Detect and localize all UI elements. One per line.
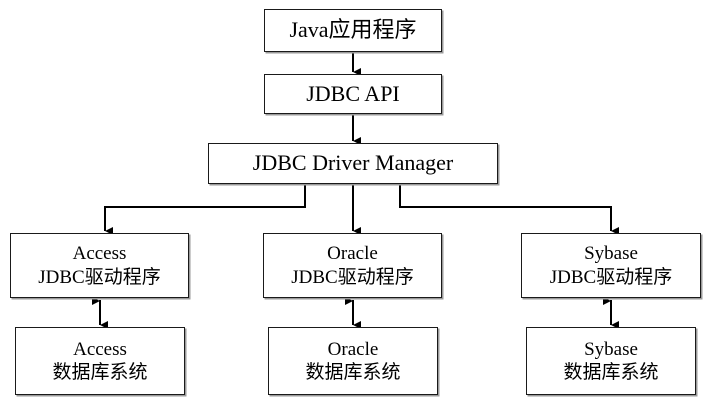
node-label-jdbc-driver-manager: JDBC Driver Manager bbox=[252, 150, 454, 176]
node-driver-access[interactable]: Access JDBC驱动程序 bbox=[10, 233, 189, 298]
node-driver-access-vendor: Access bbox=[72, 243, 127, 265]
node-database-oracle[interactable]: Oracle 数据库系统 bbox=[268, 327, 438, 395]
node-database-access-kind: 数据库系统 bbox=[52, 362, 148, 383]
node-driver-sybase[interactable]: Sybase JDBC驱动程序 bbox=[521, 233, 701, 298]
connector-manager-to-access-driver bbox=[104, 184, 306, 235]
node-driver-oracle-kind: JDBC驱动程序 bbox=[291, 266, 414, 288]
node-driver-sybase-kind: JDBC驱动程序 bbox=[549, 266, 673, 288]
node-label-java-application: Java应用程序 bbox=[289, 17, 417, 43]
node-database-sybase-kind: 数据库系统 bbox=[563, 362, 659, 383]
node-java-application[interactable]: Java应用程序 bbox=[264, 9, 442, 52]
node-database-oracle-vendor: Oracle bbox=[327, 338, 379, 360]
node-database-oracle-kind: 数据库系统 bbox=[305, 362, 401, 383]
node-jdbc-driver-manager[interactable]: JDBC Driver Manager bbox=[208, 143, 498, 184]
node-driver-sybase-vendor: Sybase bbox=[584, 243, 638, 265]
node-driver-access-kind: JDBC驱动程序 bbox=[38, 266, 161, 288]
node-jdbc-api[interactable]: JDBC API bbox=[264, 74, 442, 114]
connector-manager-to-sybase-driver bbox=[399, 184, 619, 235]
node-database-sybase-vendor: Sybase bbox=[584, 338, 638, 360]
node-label-jdbc-api: JDBC API bbox=[306, 80, 400, 106]
node-database-access-vendor: Access bbox=[73, 338, 127, 360]
node-database-access[interactable]: Access 数据库系统 bbox=[15, 327, 185, 395]
node-database-sybase[interactable]: Sybase 数据库系统 bbox=[526, 327, 696, 395]
node-driver-oracle-vendor: Oracle bbox=[327, 243, 378, 265]
node-driver-oracle[interactable]: Oracle JDBC驱动程序 bbox=[263, 233, 442, 298]
